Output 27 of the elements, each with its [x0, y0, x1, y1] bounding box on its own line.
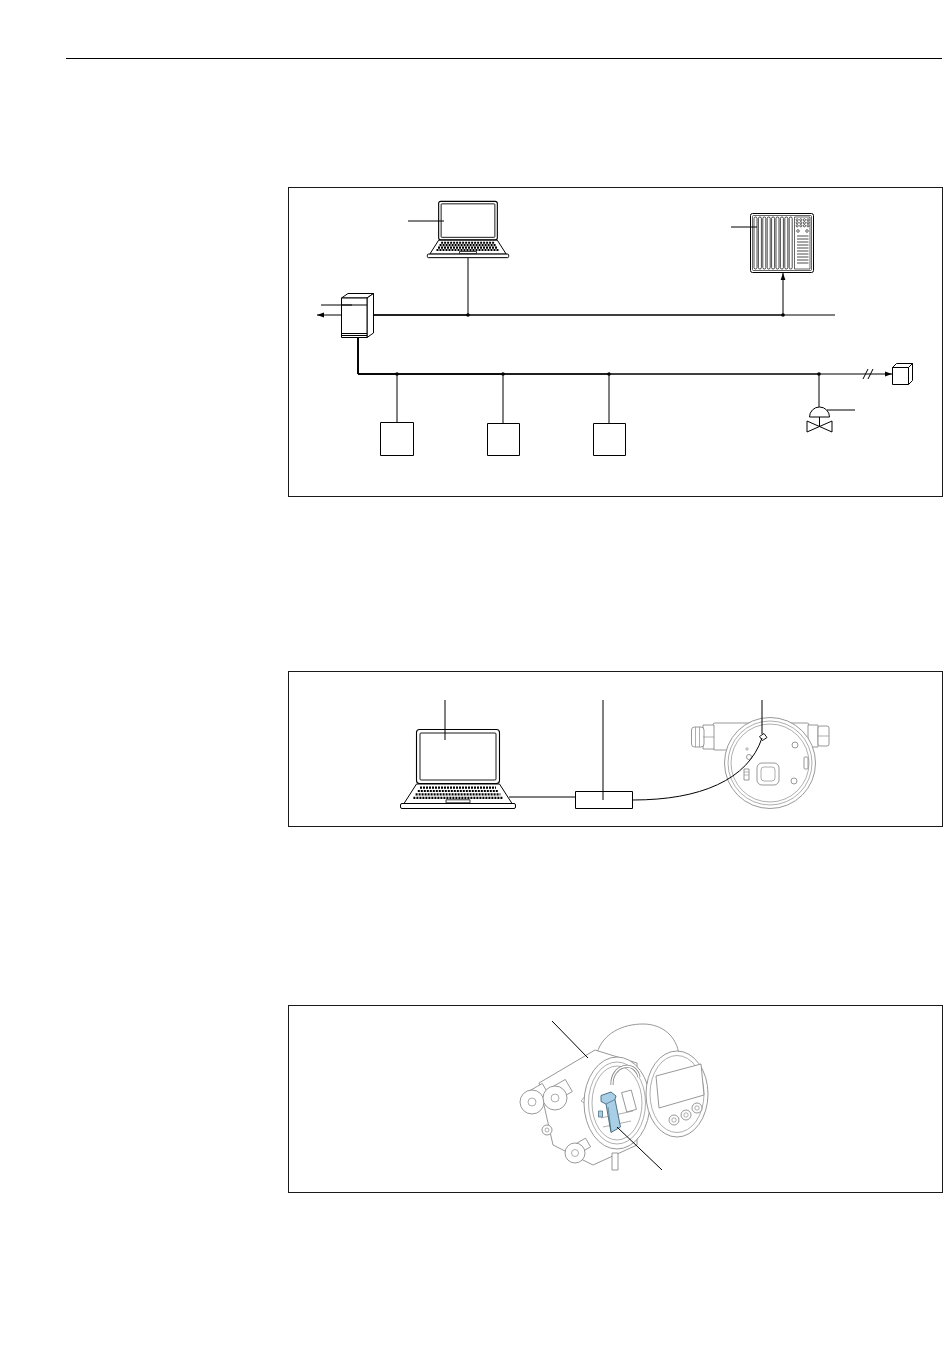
leader-line [551, 1020, 589, 1059]
bus-line [373, 314, 836, 316]
laptop-drawing [427, 201, 509, 258]
leader-line [602, 699, 604, 801]
arrow [357, 337, 893, 377]
leader-line [761, 699, 763, 735]
control-rack-drawing [750, 213, 814, 273]
leader-line [730, 226, 758, 228]
leader-line [616, 1126, 663, 1171]
leader-line [444, 699, 446, 741]
field-device-square [593, 423, 626, 456]
control-valve-drawing [806, 406, 833, 434]
leader-line [320, 304, 353, 306]
laptop-drawing [400, 729, 516, 809]
cable [632, 737, 763, 801]
field-device-square [487, 423, 520, 456]
round-housing-drawing [691, 717, 830, 809]
cube-drawing [892, 363, 913, 385]
adapter-rectangle [575, 791, 633, 809]
cable [508, 796, 576, 798]
leader-line [826, 409, 856, 411]
plug-in-module-drawing [598, 1091, 621, 1133]
leader-line [407, 220, 445, 222]
arrow [316, 312, 342, 318]
field-device-square [380, 422, 414, 456]
bus-line [357, 337, 820, 408]
tower-cabinet-drawing [341, 293, 374, 338]
